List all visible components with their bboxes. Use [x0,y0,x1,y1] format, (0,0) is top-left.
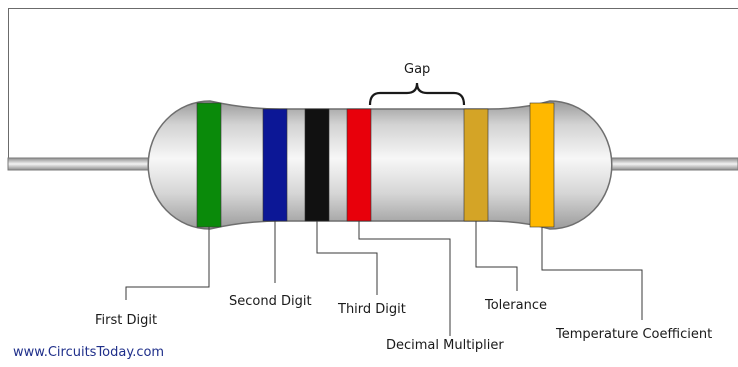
leader-line-third-digit [316,221,378,295]
leader-line-temperature-coefficient [541,227,643,320]
third-digit-label: Third Digit [338,302,406,317]
leader-line-tolerance [475,221,518,291]
band-second-digit [262,108,288,222]
decimal-multiplier-label: Decimal Multiplier [386,338,504,353]
gap-brace [368,82,466,106]
frame-left-border [8,8,9,160]
second-digit-label: Second Digit [229,294,312,309]
leader-line-decimal-multiplier [358,221,451,336]
right-lead-wire [591,157,738,171]
temperature-coefficient-label: Temperature Coefficient [556,327,713,342]
band-tolerance [463,108,489,222]
left-lead-wire [7,157,157,171]
frame-top-border [8,8,738,9]
gap-label: Gap [404,62,431,77]
band-decimal-multiplier [346,108,372,222]
band-first-digit [196,102,222,228]
tolerance-label: Tolerance [485,298,547,313]
first-digit-label: First Digit [95,313,158,328]
leader-line-first-digit [125,227,210,300]
band-temperature-coefficient [529,102,555,228]
band-third-digit [304,108,330,222]
website-link[interactable]: www.CircuitsToday.com [13,345,165,360]
